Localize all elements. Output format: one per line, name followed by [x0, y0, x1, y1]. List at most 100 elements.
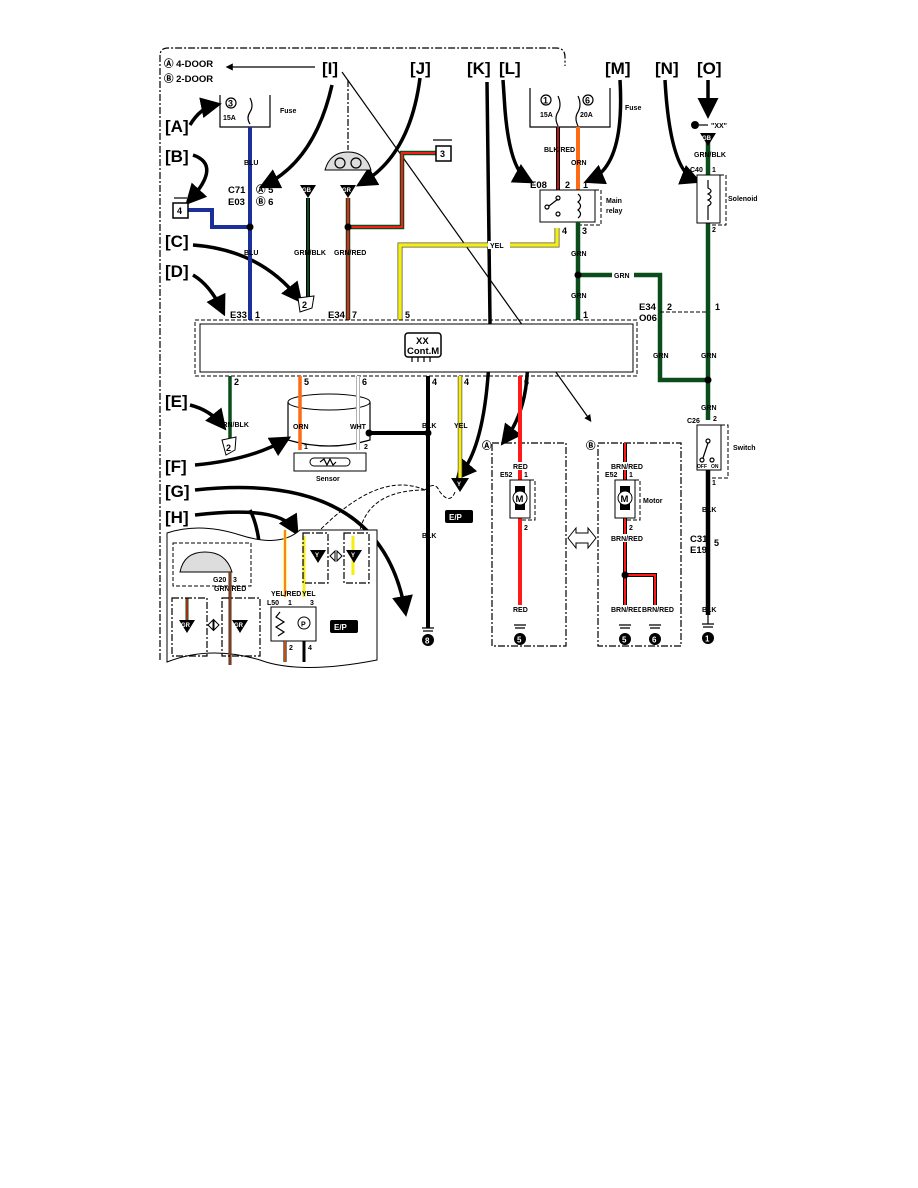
- svg-text:E52: E52: [500, 472, 513, 479]
- callout-h: [H]: [165, 508, 189, 527]
- wire-blk-red: BLK/RED: [544, 127, 575, 190]
- wire-grn-red: GRN/RED: [334, 150, 436, 320]
- svg-text:3: 3: [310, 600, 314, 607]
- legend-2door: Ⓑ 2-DOOR: [164, 73, 213, 85]
- svg-text:RED: RED: [513, 607, 528, 614]
- callout-g: [G]: [165, 482, 190, 501]
- svg-text:"XX": "XX": [711, 123, 727, 130]
- svg-text:5: 5: [622, 636, 627, 645]
- svg-text:2: 2: [226, 443, 231, 453]
- svg-text:3: 3: [233, 577, 237, 584]
- svg-text:GRN: GRN: [571, 251, 587, 258]
- svg-text:2: 2: [289, 645, 293, 652]
- reference-box-3: 3: [433, 139, 452, 162]
- connector-c71: C71: [228, 185, 246, 196]
- svg-text:OFF: OFF: [697, 464, 707, 470]
- svg-text:1: 1: [712, 167, 716, 174]
- svg-text:GRN/RED: GRN/RED: [334, 250, 366, 257]
- svg-text:relay: relay: [606, 208, 622, 215]
- svg-text:5: 5: [714, 538, 719, 548]
- svg-text:BLK: BLK: [422, 533, 436, 540]
- svg-text:4: 4: [308, 645, 312, 652]
- meter-icon: [324, 151, 372, 171]
- svg-text:4: 4: [177, 206, 182, 216]
- callout-b: [B]: [165, 147, 189, 166]
- svg-text:Y: Y: [315, 553, 319, 559]
- reference-box-4: 4: [172, 197, 189, 219]
- svg-text:YEL/RED: YEL/RED: [271, 591, 301, 598]
- svg-text:BLK/RED: BLK/RED: [544, 147, 575, 154]
- wire-grn: GRN GRN GRN GRN GRN GRN E34 O06 2 1: [571, 140, 720, 420]
- svg-text:1: 1: [255, 310, 260, 320]
- svg-text:E52: E52: [605, 472, 618, 479]
- svg-text:1: 1: [543, 96, 548, 106]
- svg-text:C31: C31: [690, 534, 708, 545]
- callout-a: [A]: [165, 117, 189, 136]
- main-relay: E08 2 1 4 3 Main relay: [530, 180, 622, 236]
- svg-text:4: 4: [464, 377, 469, 387]
- svg-text:L50: L50: [267, 600, 279, 607]
- switch: OFF ON C26 2 1 Switch: [687, 416, 756, 487]
- ep-badge: E/P: [445, 510, 473, 523]
- svg-text:1: 1: [288, 600, 292, 607]
- sensor: ORN WHT 5 6 1 2 Sensor: [287, 376, 371, 483]
- svg-text:E/P: E/P: [334, 623, 348, 632]
- svg-text:3: 3: [440, 149, 445, 159]
- callout-n: [N]: [655, 59, 679, 78]
- svg-text:BLK: BLK: [702, 507, 716, 514]
- svg-text:4: 4: [432, 377, 437, 387]
- fuse-icon: [247, 97, 253, 125]
- svg-text:GB: GB: [302, 188, 312, 194]
- svg-text:RED: RED: [513, 464, 528, 471]
- svg-text:4: 4: [562, 226, 567, 236]
- svg-text:GB: GB: [702, 136, 712, 142]
- svg-text:GRN/BLK: GRN/BLK: [294, 250, 326, 257]
- wire-grn-blk: GRN/BLK: [294, 198, 326, 298]
- svg-text:8: 8: [425, 637, 430, 646]
- svg-text:BLU: BLU: [244, 160, 258, 167]
- wire-yel: YEL: [397, 228, 560, 320]
- svg-text:2: 2: [667, 302, 672, 312]
- svg-text:5: 5: [405, 310, 410, 320]
- ground-triangle-gb: GB: [300, 185, 316, 198]
- wire-orn: ORN: [571, 127, 587, 190]
- callout-i: [I]: [322, 59, 338, 78]
- fuse-left-rating: 15A: [223, 115, 236, 122]
- svg-text:1: 1: [524, 472, 528, 479]
- svg-text:1: 1: [583, 310, 588, 320]
- wire-blk-center: 4 BLK BLK: [365, 376, 437, 628]
- connector-c71-a: Ⓐ 5: [256, 184, 274, 196]
- svg-text:GRN: GRN: [701, 405, 717, 412]
- svg-text:O06: O06: [639, 313, 657, 324]
- svg-text:Fuse: Fuse: [625, 105, 641, 112]
- svg-text:1: 1: [583, 180, 588, 190]
- callout-j: [J]: [410, 59, 431, 78]
- legend-4door: Ⓐ 4-DOOR: [164, 58, 213, 70]
- svg-text:6: 6: [585, 96, 590, 106]
- svg-text:BLK: BLK: [422, 423, 436, 430]
- callout-m: [M]: [605, 59, 630, 78]
- svg-text:7: 7: [352, 310, 357, 320]
- svg-text:E19: E19: [690, 545, 707, 556]
- connector-e03: E03: [228, 197, 245, 208]
- callout-labels: [A] [B] [C] [D] [E] [F] [G] [H] [I] [J] …: [165, 59, 722, 527]
- svg-text:1: 1: [712, 480, 716, 487]
- svg-text:1: 1: [629, 472, 633, 479]
- wire-yel-lower: 4 YEL Y: [319, 376, 469, 531]
- alternative-arrow-icon: [567, 526, 597, 550]
- svg-text:WHT: WHT: [350, 424, 367, 431]
- fuse-left-label: Fuse: [280, 108, 296, 115]
- svg-text:GRN/BLK: GRN/BLK: [217, 422, 249, 429]
- svg-text:BRN/RED: BRN/RED: [611, 607, 643, 614]
- svg-text:YEL: YEL: [302, 591, 316, 598]
- section-b-2door: BRN/RED E52 1 M Motor 2 BRN/RED BRN/RED …: [597, 442, 682, 647]
- svg-text:YEL: YEL: [490, 243, 504, 250]
- section-a-4door: 6 RED E52 1 M 2 RED 5: [491, 376, 567, 647]
- controller-module: XX Cont.M E33 1 E34 7 5 1: [194, 310, 638, 377]
- svg-text:C40: C40: [690, 167, 703, 174]
- switch-label: Switch: [733, 445, 756, 452]
- solenoid: C40 1 2 Solenoid: [690, 167, 758, 234]
- section-frame: [159, 47, 566, 660]
- svg-text:GR: GR: [234, 623, 244, 629]
- callout-c: [C]: [165, 232, 189, 251]
